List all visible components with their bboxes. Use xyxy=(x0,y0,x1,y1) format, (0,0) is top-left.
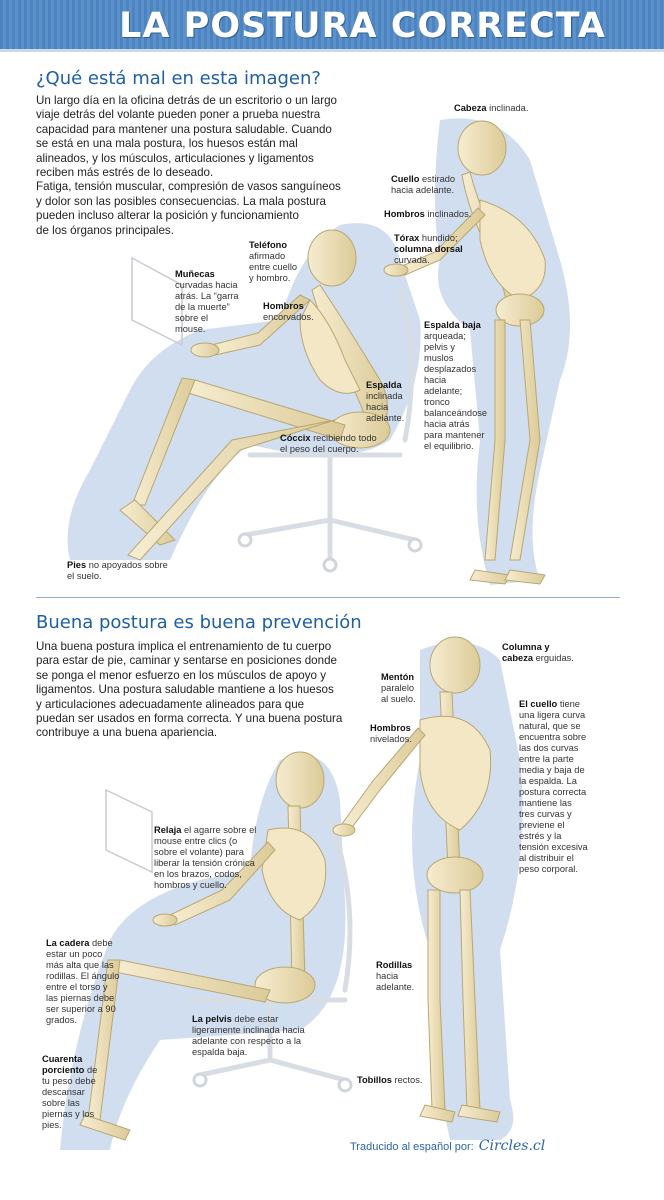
section-divider xyxy=(36,597,620,598)
bad-standing-skeleton xyxy=(383,118,570,585)
intro-line: capacidad para mantener una postura salu… xyxy=(36,122,332,136)
label-pelvis: La pelvis debe estar ligeramente inclina… xyxy=(192,1014,305,1057)
intro-line: de los órganos principales. xyxy=(36,223,174,237)
intro-line: para estar de pie, caminar y sentarse en… xyxy=(36,654,337,668)
label-cuarenta-porciento: Cuarenta porciento de tu peso debe desca… xyxy=(42,1054,98,1130)
intro-line: viaje detrás del volante pueden poner a … xyxy=(36,108,321,122)
label-hombros-nivelados: Hombros nivelados. xyxy=(370,723,412,744)
label-coccix: Cóccix recibiendo todo el peso del cuerp… xyxy=(280,433,377,454)
intro-line: alineados, y los músculos, articulacione… xyxy=(36,151,314,165)
label-el-cuello: El cuello tiene una ligera curva natural… xyxy=(519,699,588,874)
label-pies: Pies no apoyados sobre el suelo. xyxy=(67,560,168,581)
good-seated-skeleton xyxy=(60,751,353,1150)
intro-line: puedan ser usados en forma correcta. Y u… xyxy=(36,712,343,726)
label-espalda-baja: Espalda baja arqueada; pelvis y muslos d… xyxy=(424,320,488,451)
label-munecas: Muñecas curvadas hacia atrás. La “garra … xyxy=(175,269,239,334)
intro-line: se ponga el menor esfuerzo en los múscul… xyxy=(36,668,327,682)
label-telefono: Teléfono afirmado entre cuello y hombro. xyxy=(249,240,298,283)
intro-line: Un largo día en la oficina detrás de un … xyxy=(36,94,337,107)
intro-line: contribuye a una buena apariencia. xyxy=(36,726,218,740)
good-posture-intro: Una buena postura implica el entrenamien… xyxy=(36,640,342,741)
label-hombros-encorvados: Hombros encorvados. xyxy=(263,301,314,322)
intro-line: y dolor son las posibles consecuencias. … xyxy=(36,194,327,208)
page-title: LA POSTURA CORRECTA xyxy=(119,6,606,46)
bad-seated-skeleton xyxy=(67,223,423,573)
label-hombros-inclinados: Hombros inclinados. xyxy=(384,209,472,219)
label-cadera: La cadera debe estar un poco más alta qu… xyxy=(46,938,120,1025)
bad-posture-heading: ¿Qué está mal en esta imagen? xyxy=(36,68,321,89)
label-rodillas: Rodillas hacia adelante. xyxy=(376,960,415,992)
label-menton: Mentón paralelo al suelo. xyxy=(381,672,416,704)
intro-line: reciben más estrés de lo deseado. xyxy=(36,166,214,180)
label-relaja: Relaja el agarre sobre el mouse entre cl… xyxy=(154,825,257,890)
credit-brand: Circles.cl xyxy=(478,1138,546,1154)
label-columna-cabeza: Columna y cabeza erguidas. xyxy=(502,642,574,663)
intro-line: ligamentos. Una postura saludable mantie… xyxy=(36,683,334,697)
intro-line: se está en una mala postura, los huesos … xyxy=(36,137,298,151)
good-posture-heading: Buena postura es buena prevención xyxy=(36,612,362,633)
label-espalda: Espalda inclinada hacia adelante. xyxy=(366,380,405,423)
intro-line: Fatiga, tensión muscular, compresión de … xyxy=(36,180,341,194)
intro-line: Una buena postura implica el entrenamien… xyxy=(36,640,332,653)
credit-text: Traducido al español por: xyxy=(350,1141,474,1153)
good-standing-skeleton xyxy=(332,636,523,1140)
translation-credit: Traducido al español por: Circles.cl xyxy=(350,1138,545,1154)
bad-posture-intro: Un largo día en la oficina detrás de un … xyxy=(36,94,341,238)
label-tobillos: Tobillos rectos. xyxy=(357,1075,423,1085)
label-cuello: Cuello estirado hacia adelante. xyxy=(391,174,456,195)
intro-line: pueden incluso alterar la posición y fun… xyxy=(36,209,299,223)
label-torax: Tórax hundido; columna dorsal curvada. xyxy=(394,233,463,265)
label-cabeza: Cabeza inclinada. xyxy=(454,103,529,113)
intro-line: y articulaciones adecuadamente alineados… xyxy=(36,697,305,711)
title-banner: LA POSTURA CORRECTA xyxy=(0,0,664,52)
